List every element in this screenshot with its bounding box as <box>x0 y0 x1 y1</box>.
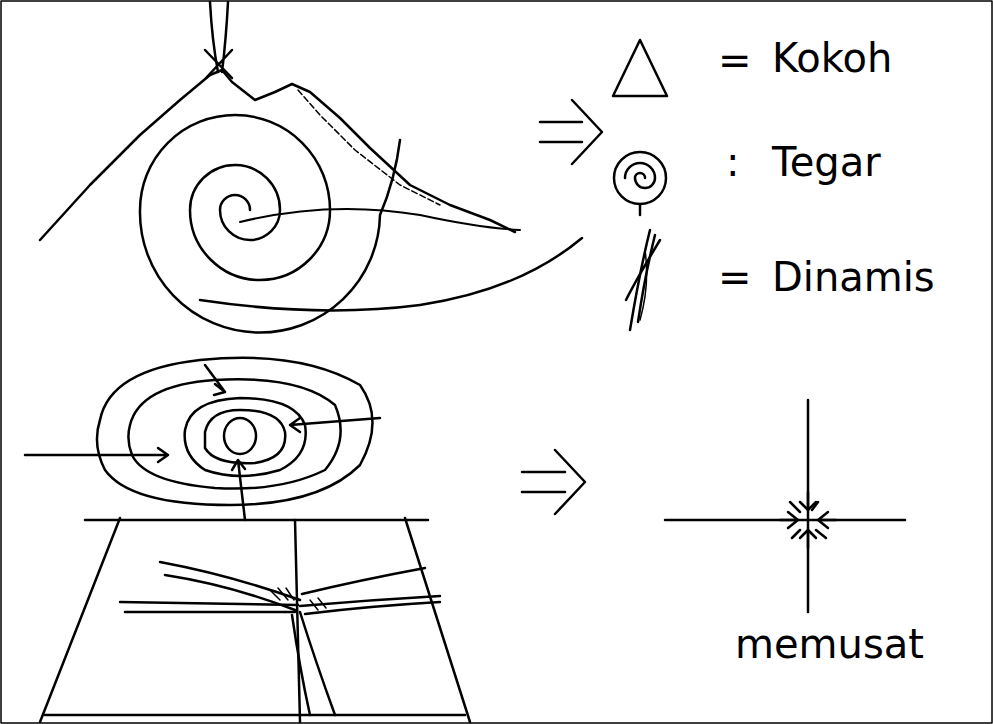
implies-arrow <box>522 450 585 514</box>
caption-word: memusat <box>735 622 924 666</box>
strands-symbol <box>626 230 660 330</box>
legend-text: Tegar <box>772 140 881 184</box>
equals-sign: : <box>726 140 739 184</box>
equals-sign: = <box>718 38 752 82</box>
legend-text: Kokoh <box>772 36 892 80</box>
equals-sign: = <box>718 255 752 299</box>
converge-symbol <box>665 400 905 612</box>
spiral-symbol <box>614 152 666 215</box>
contour-map <box>25 358 380 520</box>
mountain-drawing <box>40 2 582 333</box>
triangle-symbol <box>613 40 667 96</box>
site-plan <box>40 518 470 722</box>
legend-text: Dinamis <box>772 255 935 299</box>
implies-arrow <box>540 100 602 164</box>
